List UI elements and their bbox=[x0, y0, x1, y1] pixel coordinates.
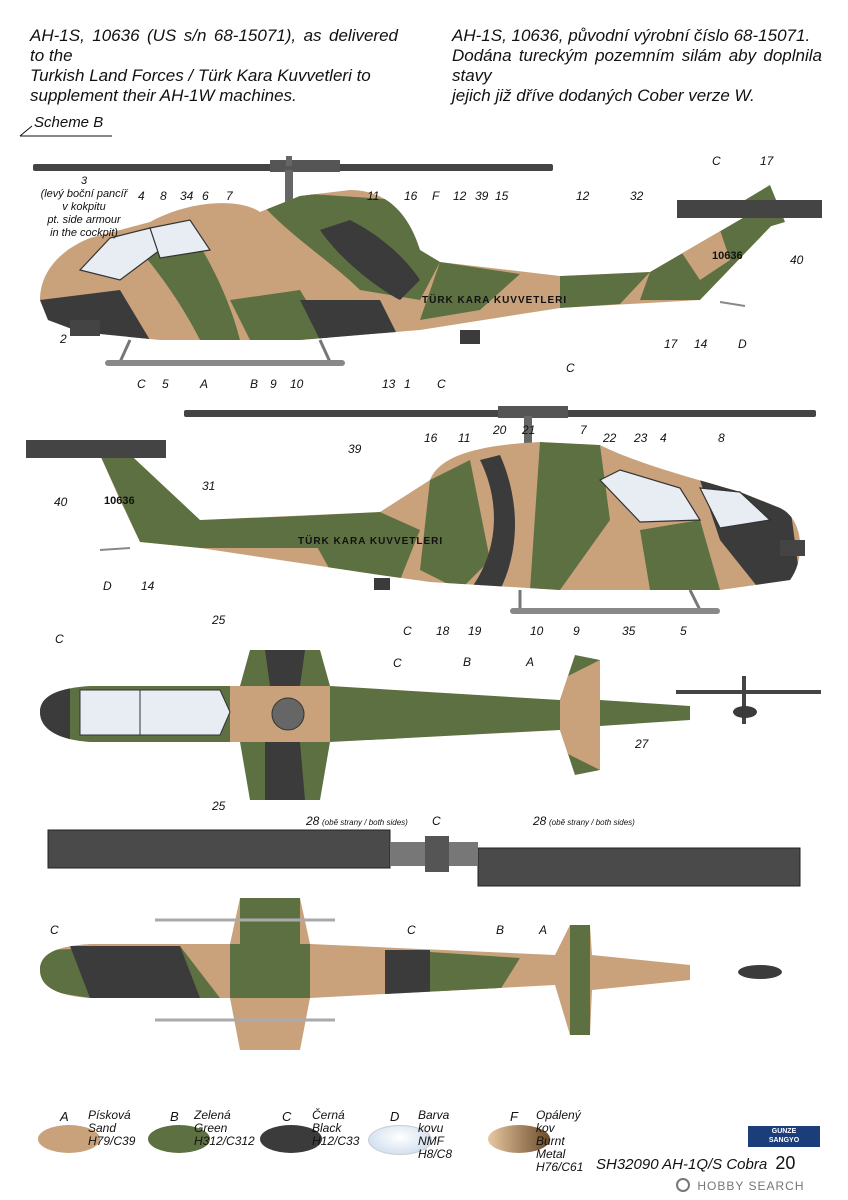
callout: 39 bbox=[475, 189, 489, 203]
callout: A bbox=[526, 655, 535, 669]
callout: 23 bbox=[634, 431, 648, 445]
callout: 14 bbox=[694, 337, 708, 351]
gunze-sangyo-logo: GUNZE SANGYO bbox=[748, 1126, 820, 1147]
callout: 16 bbox=[424, 431, 438, 445]
header-left: AH-1S, 10636 (US s/n 68-15071), as deliv… bbox=[30, 26, 398, 105]
hobby-search-icon bbox=[676, 1178, 690, 1192]
callout: 17 bbox=[760, 154, 774, 168]
callout: 18 bbox=[436, 624, 450, 638]
titling-right: TÜRK KARA KUVVETLERI bbox=[298, 536, 444, 547]
callout: 7 bbox=[580, 423, 587, 437]
armour-note: 3 (levý boční pancíř v kokpitu pt. side … bbox=[40, 175, 128, 239]
callout: 8 bbox=[718, 431, 725, 445]
callout: F bbox=[432, 189, 440, 203]
footer: SH32090 AH-1Q/S Cobra 20 bbox=[596, 1153, 795, 1174]
callout: D bbox=[103, 579, 112, 593]
callout: 4 bbox=[138, 189, 145, 203]
callout: 6 bbox=[202, 189, 209, 203]
callout: 22 bbox=[603, 431, 617, 445]
both-sides-note: (obě strany / both sides) bbox=[549, 818, 635, 827]
callout: A bbox=[200, 377, 209, 391]
callout: 35 bbox=[622, 624, 636, 638]
callout: 25 bbox=[212, 799, 226, 813]
swatch-metal bbox=[368, 1125, 432, 1155]
callout: C bbox=[712, 154, 721, 168]
callout: C bbox=[50, 923, 59, 937]
header-right: AH-1S, 10636, původní výrobní číslo 68-1… bbox=[452, 26, 822, 105]
callout: 28 bbox=[306, 814, 320, 828]
callout: 39 bbox=[348, 442, 362, 456]
callout: 4 bbox=[660, 431, 667, 445]
callout: 19 bbox=[468, 624, 482, 638]
both-sides-note: (obě strany / both sides) bbox=[322, 818, 408, 827]
titling-left: TÜRK KARA KUVVETLERI bbox=[422, 295, 568, 306]
callout: 12 bbox=[453, 189, 467, 203]
callout: 28 bbox=[533, 814, 547, 828]
callout: 15 bbox=[495, 189, 509, 203]
callout: 7 bbox=[226, 189, 233, 203]
callout: C bbox=[403, 624, 412, 638]
callout: 17 bbox=[664, 337, 678, 351]
callout: 8 bbox=[160, 189, 167, 203]
swatch-green bbox=[148, 1125, 210, 1153]
callout: 20 bbox=[493, 423, 507, 437]
callout: D bbox=[738, 337, 747, 351]
page-number: 20 bbox=[775, 1153, 796, 1173]
callout: 1 bbox=[404, 377, 411, 391]
callout: 2 bbox=[60, 332, 67, 346]
callout: 34 bbox=[180, 189, 194, 203]
callout: 10 bbox=[290, 377, 304, 391]
swatch-sand bbox=[38, 1125, 100, 1153]
callout: 12 bbox=[576, 189, 590, 203]
callout: B bbox=[250, 377, 259, 391]
callout: 5 bbox=[680, 624, 687, 638]
tail-serial-right: 10636 bbox=[104, 495, 135, 507]
callout: 31 bbox=[202, 479, 216, 493]
callout: C bbox=[437, 377, 446, 391]
callout: C bbox=[432, 814, 441, 828]
callout: C bbox=[566, 361, 575, 375]
product-code: SH32090 AH-1Q/S Cobra bbox=[596, 1156, 768, 1173]
callout: 27 bbox=[635, 737, 649, 751]
callout: A bbox=[539, 923, 548, 937]
callout: C bbox=[393, 656, 402, 670]
scheme-label: Scheme B bbox=[34, 114, 104, 131]
callout: B bbox=[496, 923, 505, 937]
callout: 14 bbox=[141, 579, 155, 593]
callout: 25 bbox=[212, 613, 226, 627]
callout: 32 bbox=[630, 189, 644, 203]
callout: 13 bbox=[382, 377, 396, 391]
callout: 21 bbox=[522, 423, 536, 437]
callout: C bbox=[137, 377, 146, 391]
tail-serial-left: 10636 bbox=[712, 250, 743, 262]
swatch-black bbox=[260, 1125, 322, 1153]
swatch-burnt bbox=[488, 1125, 550, 1153]
callout: C bbox=[55, 632, 64, 646]
legend: A Písková Sand H79/C39 B Zelená Green H3… bbox=[0, 1105, 848, 1174]
callout: 9 bbox=[573, 624, 580, 638]
watermark: HOBBY SEARCH bbox=[676, 1178, 804, 1193]
callout: 11 bbox=[367, 189, 380, 203]
callout: 10 bbox=[530, 624, 544, 638]
callout: 5 bbox=[162, 377, 169, 391]
callout: 9 bbox=[270, 377, 277, 391]
callout: 40 bbox=[790, 253, 804, 267]
callout: B bbox=[463, 655, 472, 669]
callout: 11 bbox=[458, 431, 471, 445]
callout: 16 bbox=[404, 189, 418, 203]
callout: C bbox=[407, 923, 416, 937]
callout: 40 bbox=[54, 495, 68, 509]
